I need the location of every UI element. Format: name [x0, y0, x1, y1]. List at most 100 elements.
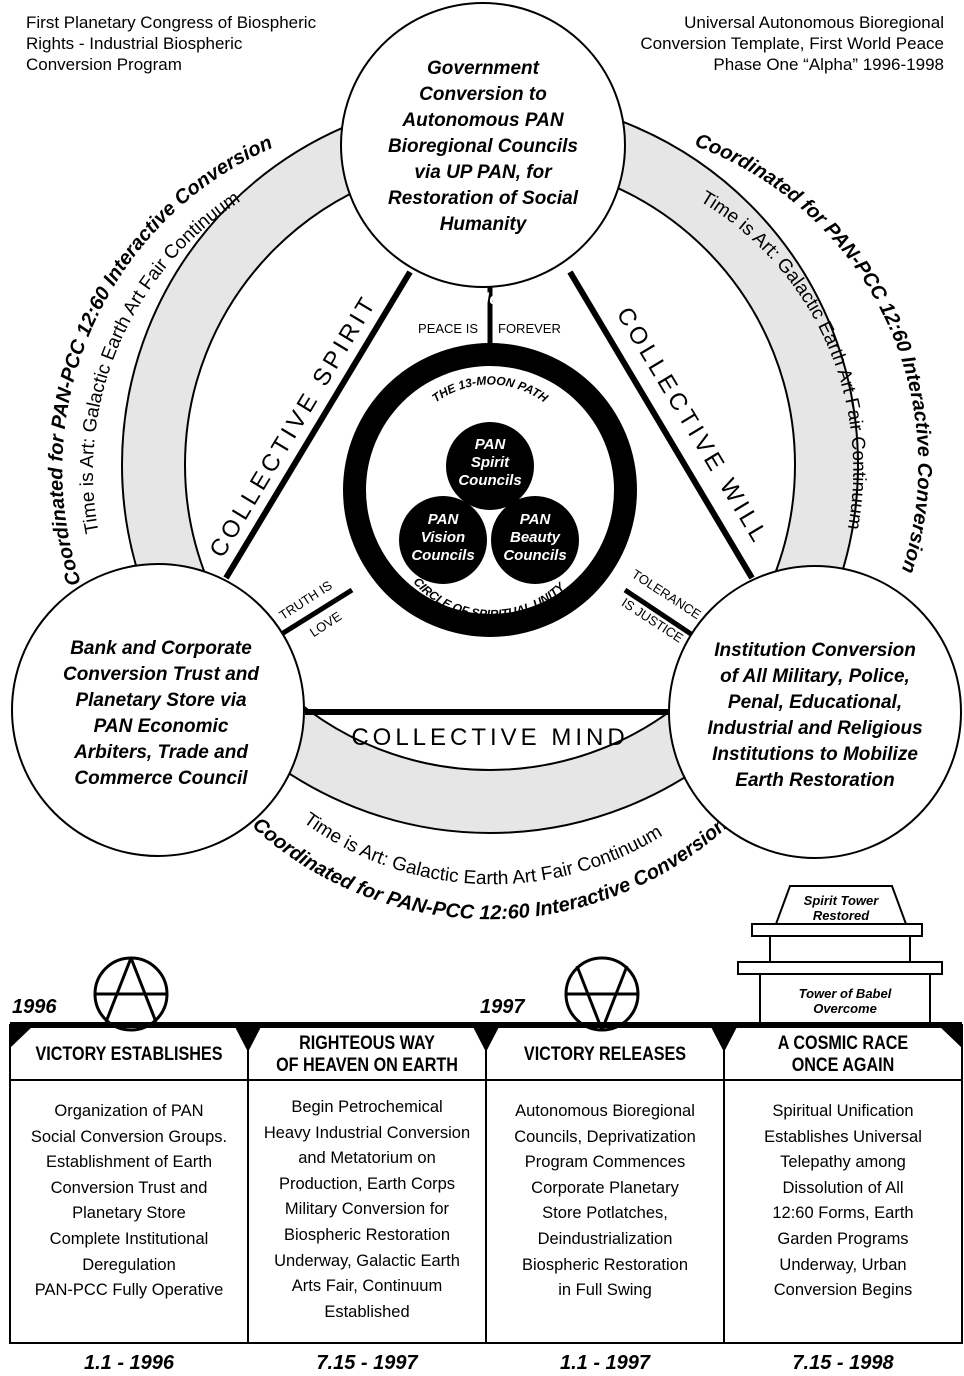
left-circle — [11, 563, 305, 857]
column-title-line: RIGHTEOUS WAY — [299, 1033, 435, 1054]
column-title-line: OF HEAVEN ON EARTH — [276, 1055, 458, 1076]
column-body-line: Complete Institutional — [49, 1229, 209, 1248]
column-body-line: Spiritual Unification — [772, 1102, 914, 1120]
spirit-councils-node: PAN Spirit Councils — [446, 422, 534, 510]
triangle-left-edge — [223, 270, 413, 580]
right-circle-line: Earth Restoration — [735, 770, 895, 791]
top-circle-line: Conversion to — [419, 84, 547, 105]
column-body-line: 12:60 Forms, Earth — [772, 1204, 914, 1223]
column-body-line: Social Conversion Groups. — [30, 1127, 228, 1146]
column-body-line: PAN-PCC Fully Operative — [34, 1281, 224, 1300]
column-body-line: and Metatorium on — [298, 1149, 436, 1168]
column-title: A COSMIC RACE ONCE AGAIN — [742, 1029, 944, 1081]
right-circle-line: Institutions to Mobilize — [712, 744, 918, 765]
spirit-councils-line: Spirit — [471, 454, 510, 471]
top-circle — [340, 2, 626, 288]
column-body-line: Councils, Deprivatization — [514, 1127, 696, 1146]
top-circle-line: Autonomous PAN — [402, 110, 564, 131]
left-circle-line: Arbiters, Trade and — [74, 742, 248, 763]
column-body-line: Underway, Galactic Earth — [274, 1251, 460, 1270]
column-title: VICTORY RELEASES — [504, 1029, 706, 1081]
year-1996-label: 1996 — [12, 996, 57, 1018]
column-body-line: Deindustrialization — [537, 1229, 673, 1248]
column-body-line: Organization of PAN — [54, 1102, 204, 1120]
vision-councils-line: Vision — [421, 529, 465, 546]
column-body-line: Military Conversion for — [284, 1200, 450, 1219]
right-circle-line: Penal, Educational, — [727, 692, 903, 713]
left-circle-line: Commerce Council — [74, 768, 248, 789]
column-body-line: Telepathy among — [780, 1153, 906, 1172]
top-circle-text: Government Conversion to Autonomous PAN … — [380, 56, 586, 238]
column-body-line: Establishment of Earth — [46, 1153, 212, 1172]
vision-councils-line: Councils — [411, 547, 474, 564]
column-title-line: VICTORY ESTABLISHES — [35, 1044, 223, 1065]
right-circle — [668, 565, 962, 859]
date-1: 1.1 - 1996 — [83, 1352, 175, 1374]
motto-forever: FOREVER — [498, 321, 561, 336]
right-circle-line: Industrial and Religious — [707, 718, 923, 739]
motto-peace-is: PEACE IS — [418, 321, 478, 336]
spirit-councils-line: PAN — [475, 436, 507, 453]
spirit-tower-line: Spirit Tower — [803, 893, 879, 908]
beauty-councils-line: Beauty — [510, 529, 561, 546]
timeline: VICTORY ESTABLISHES Organization of PAN … — [10, 1025, 962, 1343]
column-body: Begin Petrochemical Heavy Industrial Con… — [248, 1095, 486, 1325]
column-body-line: Deregulation — [82, 1255, 176, 1274]
column-body-line: Biospheric Restoration — [522, 1255, 688, 1274]
council-junction — [481, 510, 499, 524]
right-circle-line: Institution Conversion — [714, 640, 916, 661]
column-body-line: in Full Swing — [558, 1281, 652, 1300]
column-title: RIGHTEOUS WAY OF HEAVEN ON EARTH — [266, 1029, 468, 1081]
tower-of-babel-line: Tower of Babel — [798, 986, 892, 1001]
right-circle-line: of All Military, Police, — [720, 666, 910, 687]
column-body-line: Dissolution of All — [782, 1178, 904, 1197]
date-4: 7.15 - 1998 — [792, 1352, 894, 1374]
timeline-column-3: VICTORY RELEASES Autonomous Bioregional … — [486, 1025, 724, 1343]
column-body-line: Autonomous Bioregional — [515, 1102, 695, 1120]
top-circle-line: Government — [427, 58, 539, 79]
timeline-column-1: VICTORY ESTABLISHES Organization of PAN … — [10, 1025, 248, 1343]
column-body-line: Production, Earth Corps — [278, 1174, 456, 1193]
tower-of-babel-line: Overcome — [813, 1001, 877, 1016]
column-title-line: VICTORY RELEASES — [523, 1044, 687, 1065]
column-title-line: ONCE AGAIN — [791, 1055, 895, 1076]
column-body-line: Biospheric Restoration — [284, 1225, 450, 1244]
header-right-line: Conversion Template, First World Peace — [640, 34, 944, 53]
vision-councils-line: PAN — [428, 511, 460, 528]
column-body-line: Heavy Industrial Conversion — [263, 1123, 471, 1142]
triangle-right-edge — [567, 270, 755, 580]
spirit-tower-label: Spirit Tower Restored — [784, 893, 898, 923]
spirit-tower-line: Restored — [812, 908, 870, 923]
tower-of-babel-label: Tower of Babel Overcome — [770, 986, 920, 1016]
column-body-line: Program Commences — [524, 1153, 686, 1172]
year-1997-label: 1997 — [480, 996, 525, 1018]
date-3: 1.1 - 1997 — [559, 1352, 651, 1374]
column-body-line: Corporate Planetary — [531, 1178, 679, 1197]
column-body-line: Garden Programs — [777, 1229, 909, 1248]
vision-councils-node: PAN Vision Councils — [399, 496, 487, 584]
beauty-councils-line: PAN — [520, 511, 552, 528]
header-right: Universal Autonomous Bioregional Convers… — [640, 12, 944, 75]
top-circle-line: Bioregional Councils — [387, 136, 579, 157]
right-circle-text: Institution Conversion of All Military, … — [686, 638, 944, 794]
header-left-line: Rights - Industrial Biospheric — [26, 34, 243, 53]
top-circle-line: via UP PAN, for — [414, 162, 552, 183]
column-body-line: Establishes Universal — [764, 1127, 922, 1146]
beauty-councils-line: Councils — [503, 547, 566, 564]
spirit-councils-line: Councils — [458, 472, 521, 489]
header-right-line: Phase One “Alpha” 1996-1998 — [713, 55, 944, 74]
left-circle-text: Bank and Corporate Conversion Trust and … — [38, 636, 284, 792]
left-circle-line: Bank and Corporate — [70, 638, 252, 659]
date-2: 7.15 - 1997 — [316, 1352, 418, 1374]
timeline-markers — [10, 1025, 962, 1052]
timeline-column-4: A COSMIC RACE ONCE AGAIN Spiritual Unifi… — [724, 1025, 962, 1343]
victory-releases-glyph-icon — [564, 956, 640, 1032]
left-circle-line: Conversion Trust and — [62, 664, 259, 685]
column-body-line: Arts Fair, Continuum — [291, 1277, 443, 1296]
column-body: Autonomous Bioregional Councils, Depriva… — [486, 1099, 724, 1304]
column-body: Organization of PAN Social Conversion Gr… — [10, 1099, 248, 1304]
connector-right — [623, 587, 702, 643]
column-body-line: Underway, Urban — [779, 1255, 907, 1274]
column-body-line: Conversion Begins — [773, 1281, 913, 1300]
